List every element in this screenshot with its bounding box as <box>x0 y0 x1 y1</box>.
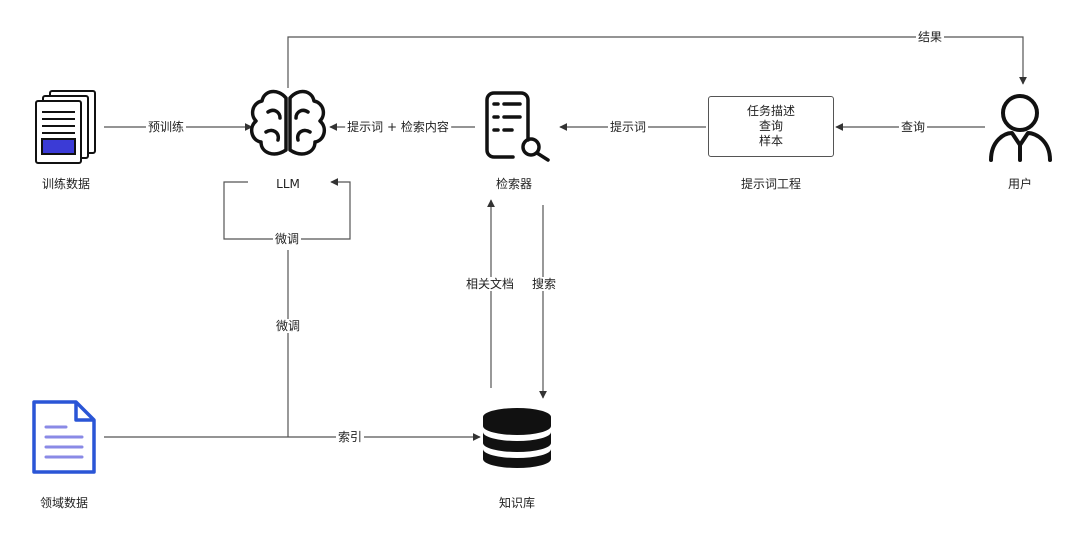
edge-label-finetune: 微调 <box>273 319 303 333</box>
edge-label-related-docs: 相关文档 <box>463 277 517 291</box>
prompt-box-task: 任务描述 <box>746 104 795 118</box>
node-retriever-label: 检索器 <box>495 177 533 191</box>
document-stack-icon <box>35 90 96 164</box>
search-list-icon <box>485 91 550 162</box>
prompt-box-query: 查询 <box>758 119 783 133</box>
edge-label-finetune-loop: 微调 <box>272 232 302 246</box>
node-domain-data-label: 领域数据 <box>39 496 89 510</box>
edge-label-result: 结果 <box>915 30 945 44</box>
database-icon <box>483 408 551 468</box>
node-knowledge-base-label: 知识库 <box>498 496 536 510</box>
node-prompt-engineering-label: 提示词工程 <box>740 177 802 191</box>
edge-label-search: 搜索 <box>529 277 559 291</box>
prompt-box: 任务描述 查询 样本 <box>708 96 834 157</box>
node-llm-label: LLM <box>276 177 300 191</box>
prompt-box-samples: 样本 <box>758 134 783 148</box>
node-user-label: 用户 <box>1007 177 1033 191</box>
brain-icon <box>249 89 327 156</box>
node-training-data-label: 训练数据 <box>41 177 91 191</box>
edge-label-prompt: 提示词 <box>607 120 649 134</box>
edge-label-pretrain: 预训练 <box>145 120 187 134</box>
user-icon <box>989 94 1052 162</box>
edge-label-prompt-retrieved: 提示词 + 检索内容 <box>345 120 451 134</box>
edge-label-index: 索引 <box>335 430 365 444</box>
file-icon <box>32 400 96 474</box>
edge-label-query: 查询 <box>898 120 928 134</box>
edge-result <box>287 36 1027 88</box>
